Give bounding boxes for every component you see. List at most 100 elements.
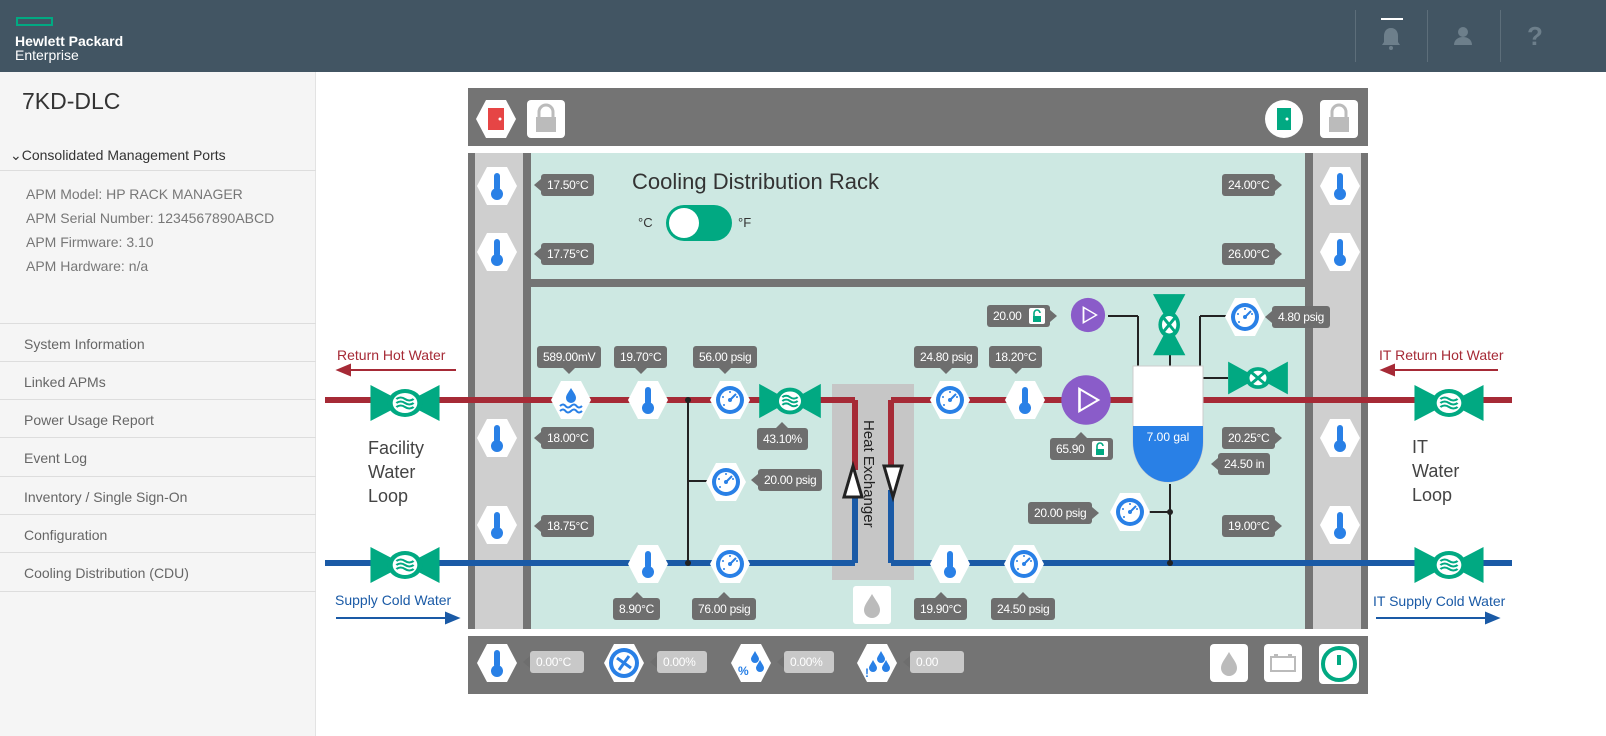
thermometer-icon[interactable]	[1320, 166, 1360, 206]
it-return-pressure: 24.80 psig	[914, 346, 979, 374]
facility-supply-valve-icon[interactable]	[368, 543, 442, 587]
hpe-logo-icon	[16, 17, 53, 26]
pressure-gauge-icon[interactable]	[706, 462, 746, 502]
door-open-icon[interactable]	[476, 99, 516, 139]
it-loop-label-2: Water	[1412, 461, 1460, 481]
lock-small-icon[interactable]	[1028, 308, 1045, 324]
it-loop-label-1: IT	[1412, 437, 1428, 457]
lock-icon[interactable]	[526, 99, 566, 139]
unit-toggle[interactable]	[666, 205, 732, 241]
nav-configuration[interactable]: Configuration	[24, 527, 108, 543]
pressure-gauge-icon[interactable]	[1225, 297, 1265, 337]
brand-name-2: Enterprise	[15, 47, 79, 63]
thermometer-icon[interactable]	[477, 418, 517, 458]
facility-supply-temp: 8.90°C	[613, 592, 661, 620]
bottom-leak: 0.00	[903, 651, 964, 673]
nav-cooling-distribution[interactable]: Cooling Distribution (CDU)	[24, 565, 189, 581]
lock-icon-right[interactable]	[1319, 99, 1359, 139]
thermometer-icon[interactable]	[477, 643, 517, 683]
humidity-icon[interactable]: %	[731, 643, 771, 683]
thermometer-icon[interactable]	[477, 505, 517, 545]
thermometer-icon[interactable]	[1005, 380, 1045, 420]
battery-icon[interactable]	[1264, 644, 1302, 682]
facility-return-pressure: 56.00 psig	[693, 346, 758, 374]
apm-model: APM Model: HP RACK MANAGER	[26, 186, 243, 202]
bottom-humidity: 0.00%	[777, 651, 834, 673]
water-drop-icon[interactable]	[1210, 644, 1248, 682]
right-temp-2: 26.00°C	[1222, 243, 1283, 265]
pressure-gauge-icon[interactable]	[1110, 492, 1150, 532]
unit-fahrenheit-label: °F	[738, 215, 752, 230]
thermometer-icon[interactable]	[628, 544, 668, 584]
power-icon[interactable]	[1319, 644, 1359, 684]
section-toggle[interactable]: ⌄Consolidated Management Ports	[10, 147, 226, 163]
it-return-valve-icon[interactable]	[1412, 381, 1486, 425]
facility-loop-label-3: Loop	[368, 486, 409, 506]
return-hot-water-label: Return Hot Water	[337, 347, 446, 363]
device-title: 7KD-DLC	[22, 88, 121, 114]
supply-cold-water-label: Supply Cold Water	[335, 592, 452, 608]
facility-return-valve-icon[interactable]	[368, 381, 442, 425]
thermometer-icon[interactable]	[1320, 418, 1360, 458]
thermometer-icon[interactable]	[477, 232, 517, 272]
fill-valve-icon[interactable]	[1149, 292, 1189, 356]
leak-alarm-icon[interactable]: !	[857, 643, 897, 683]
right-temp-1: 24.00°C	[1222, 174, 1283, 196]
mixing-valve-icon[interactable]	[757, 380, 823, 422]
it-supply-temp: 19.90°C	[914, 592, 968, 620]
help-icon[interactable]: ?	[1527, 20, 1543, 51]
bottom-temp: 0.00°C	[523, 651, 584, 673]
pressure-gauge-icon[interactable]	[710, 544, 750, 584]
left-temp-3: 18.00°C	[533, 427, 595, 449]
nav-power-usage-report[interactable]: Power Usage Report	[24, 412, 154, 428]
thermometer-icon[interactable]	[930, 544, 970, 584]
thermometer-icon[interactable]	[1320, 232, 1360, 272]
svg-text:%: %	[738, 664, 749, 678]
pressure-gauge-icon[interactable]	[710, 380, 750, 420]
it-supply-cold-water-label: IT Supply Cold Water	[1373, 593, 1506, 609]
it-return-temp: 18.20°C	[989, 346, 1043, 374]
unit-celsius-label: °C	[638, 215, 653, 230]
pump-1-icon[interactable]	[1070, 297, 1106, 333]
left-temp-4: 18.75°C	[533, 515, 595, 537]
thermometer-icon[interactable]	[477, 166, 517, 206]
apm-firmware: APM Firmware: 3.10	[26, 234, 154, 250]
drip-tray-icon[interactable]	[853, 586, 891, 624]
fan-icon[interactable]	[604, 643, 644, 683]
pump-1-setpoint: 20.00	[987, 305, 1057, 327]
lock-small-icon[interactable]	[1091, 441, 1108, 457]
bell-icon[interactable]	[1371, 16, 1411, 56]
left-temp-2: 17.75°C	[533, 243, 595, 265]
shutoff-valve-icon[interactable]	[1226, 358, 1290, 398]
pressure-gauge-icon[interactable]	[1004, 544, 1044, 584]
it-supply-valve-icon[interactable]	[1412, 543, 1486, 587]
apm-hardware: APM Hardware: n/a	[26, 258, 149, 274]
door-closed-icon[interactable]	[1264, 99, 1304, 139]
valve-position-reading: 43.10%	[757, 422, 808, 450]
facility-return-temp: 19.70°C	[614, 346, 668, 374]
top-bar: Hewlett Packard Enterprise ?	[0, 0, 1606, 72]
nav-event-log[interactable]: Event Log	[24, 450, 88, 466]
leak-sensor-icon[interactable]	[551, 380, 591, 420]
thermometer-icon[interactable]	[1320, 505, 1360, 545]
chevron-down-icon: ⌄	[10, 147, 22, 163]
facility-supply-pressure: 76.00 psig	[692, 592, 757, 620]
pump-2-reading: 65.90	[1050, 432, 1113, 460]
svg-text:!: !	[865, 666, 869, 680]
heat-exchanger-label: Heat Exchanger	[860, 420, 877, 528]
user-icon[interactable]	[1443, 16, 1483, 56]
nav-inventory-sso[interactable]: Inventory / Single Sign-On	[24, 489, 188, 505]
pump-2-icon[interactable]	[1060, 374, 1112, 426]
pressure-gauge-icon[interactable]	[930, 380, 970, 420]
nav-linked-apms[interactable]: Linked APMs	[24, 374, 106, 390]
facility-loop-label-1: Facility	[368, 438, 425, 458]
toggle-knob	[669, 208, 699, 238]
it-loop-label-3: Loop	[1412, 485, 1453, 505]
tank-pressure-reading: 20.00 psig	[1028, 502, 1100, 524]
thermometer-icon[interactable]	[628, 380, 668, 420]
sidebar	[0, 72, 316, 736]
nav-system-information[interactable]: System Information	[24, 336, 145, 352]
pump-outlet-pressure: 4.80 psig	[1264, 306, 1331, 328]
it-supply-pressure: 24.50 psig	[991, 592, 1056, 620]
